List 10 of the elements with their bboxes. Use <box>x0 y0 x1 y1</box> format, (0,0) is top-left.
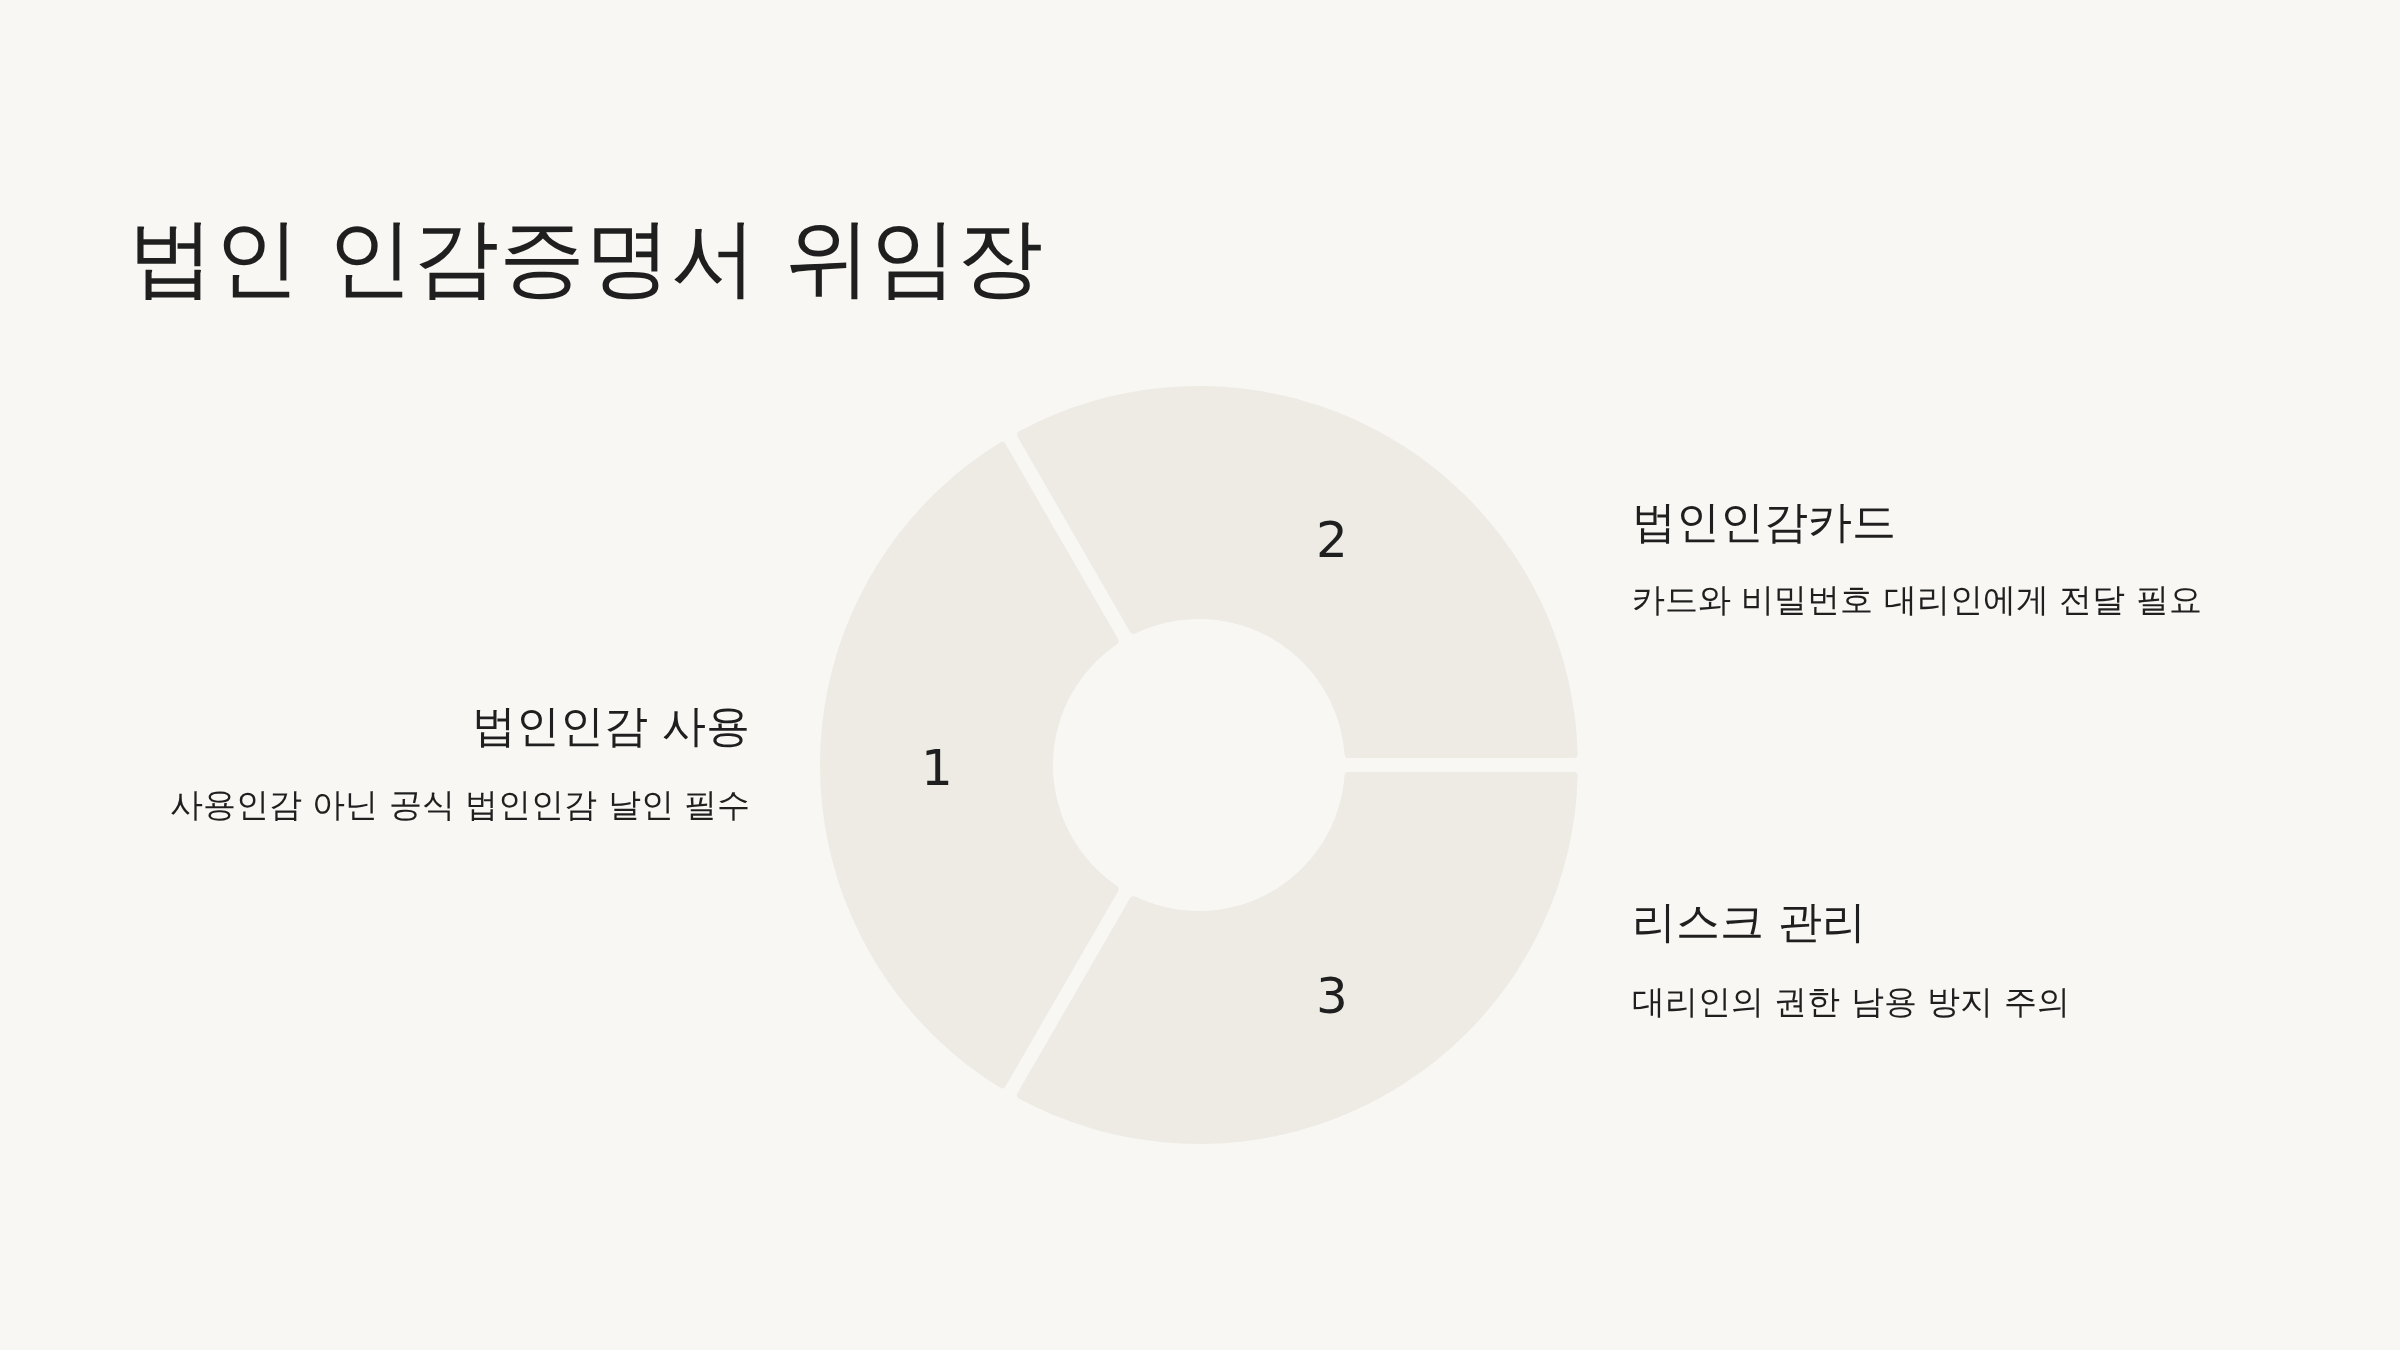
segment-number: 2 <box>1316 515 1348 565</box>
segment-heading: 법인인감카드 <box>1632 496 1896 549</box>
segment-heading: 법인인감 사용 <box>472 700 750 753</box>
segment-description: 대리인의 권한 남용 방지 주의 <box>1632 982 2070 1022</box>
segment-number: 1 <box>921 743 953 793</box>
title: 법인 인감증명서 위임장 <box>128 206 1043 309</box>
segment-description: 사용인감 아닌 공식 법인인감 날인 필수 <box>169 785 750 825</box>
segment-number: 3 <box>1316 971 1348 1021</box>
segment-description: 카드와 비밀번호 대리인에게 전달 필요 <box>1632 580 2202 620</box>
segment-heading: 리스크 관리 <box>1632 896 1866 949</box>
